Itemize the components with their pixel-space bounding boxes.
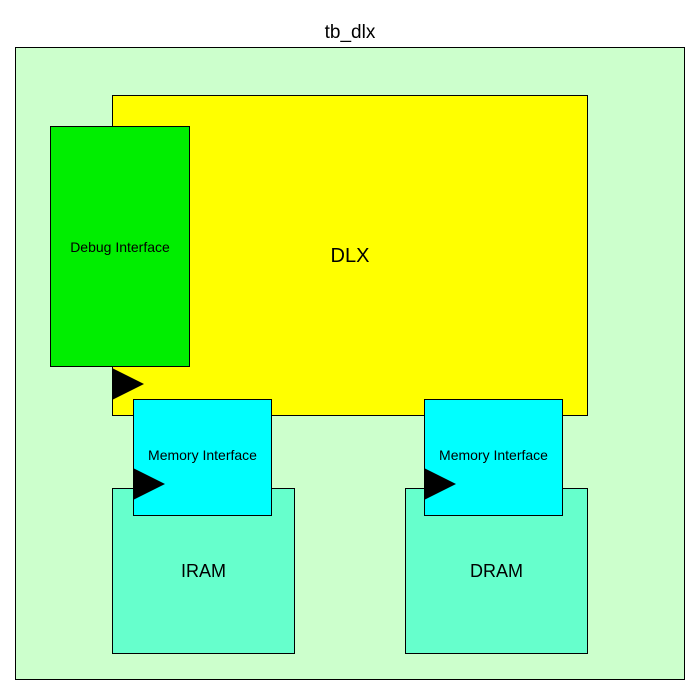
dram-memory-interface-label: Memory Interface (439, 446, 548, 463)
dlx-label: DLX (330, 245, 370, 267)
dlx-block (112, 95, 588, 416)
dram-memory-interface-block: Memory Interface (424, 399, 563, 516)
dlx-clock-port-icon (112, 368, 144, 400)
iram-memory-interface-clock-port-icon (133, 468, 165, 500)
debug-interface-label: Debug Interface (70, 238, 170, 255)
iram-memory-interface-block: Memory Interface (133, 399, 272, 516)
iram-label: IRAM (181, 560, 226, 581)
iram-memory-interface-label: Memory Interface (148, 446, 257, 463)
diagram-title: tb_dlx (324, 22, 376, 43)
dram-memory-interface-clock-port-icon (424, 468, 456, 500)
dram-label: DRAM (470, 560, 523, 581)
debug-interface-block: Debug Interface (50, 126, 190, 367)
